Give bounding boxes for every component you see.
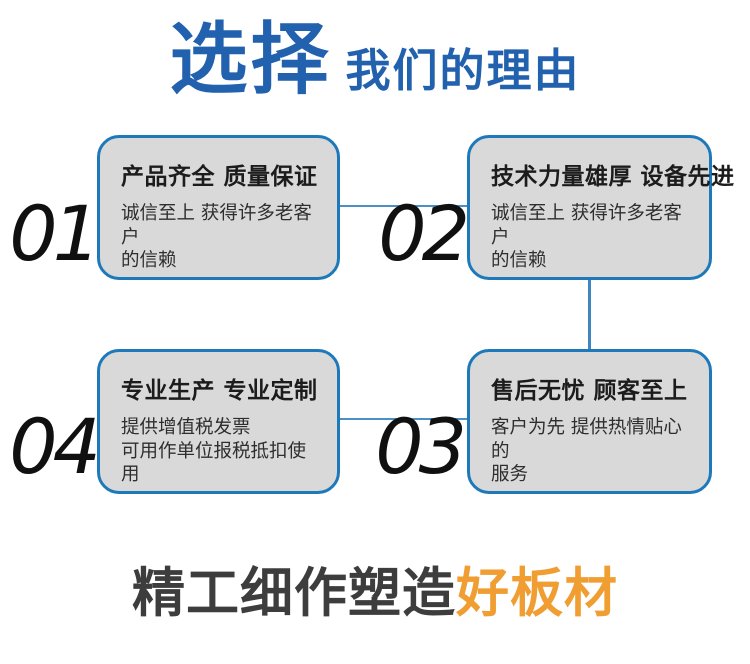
connector-card1-card2 — [340, 205, 467, 207]
feature-card-products: 产品齐全 质量保证 诚信至上 获得许多老客户 的信赖 — [97, 135, 340, 280]
step-number-02: 02 — [378, 189, 470, 278]
card-title: 产品齐全 质量保证 — [121, 164, 318, 190]
card-description: 提供增值税发票 可用作单位报税抵扣使用 — [121, 416, 319, 487]
card-title: 专业生产 专业定制 — [121, 378, 318, 404]
connector-card4-card3 — [340, 418, 467, 420]
connector-card2-card3 — [588, 278, 591, 349]
card-desc-line: 客户为先 提供热情贴心的 — [491, 417, 682, 462]
card-description: 诚信至上 获得许多老客户 的信赖 — [121, 202, 319, 273]
card-title: 技术力量雄厚 设备先进 — [491, 164, 735, 190]
slogan-highlight: 好板材 — [456, 563, 618, 624]
page-title: 选择 我们的理由 — [0, 18, 750, 102]
card-desc-line: 的信赖 — [491, 250, 547, 272]
feature-card-aftersales: 售后无忧 顾客至上 客户为先 提供热情贴心的 服务 — [467, 349, 712, 494]
card-desc-line: 的信赖 — [121, 250, 177, 272]
slogan: 精工细作塑造好板材 — [0, 563, 750, 625]
step-number-03: 03 — [375, 402, 467, 491]
card-desc-line: 可用作单位报税抵扣使用 — [121, 440, 307, 486]
feature-card-technology: 技术力量雄厚 设备先进 诚信至上 获得许多老客户 的信赖 — [467, 135, 735, 280]
card-desc-line: 诚信至上 获得许多老客户 — [121, 203, 312, 248]
step-number-04: 04 — [9, 402, 101, 491]
slogan-text: 精工细作塑造 — [132, 563, 456, 624]
card-description: 诚信至上 获得许多老客户 的信赖 — [491, 202, 691, 273]
card-desc-line: 提供增值税发票 — [121, 417, 251, 438]
page-title-rest: 我们的理由 — [345, 44, 581, 97]
card-desc-line: 诚信至上 获得许多老客户 — [491, 203, 682, 248]
card-desc-line: 服务 — [491, 464, 529, 486]
card-description: 客户为先 提供热情贴心的 服务 — [491, 416, 691, 487]
page-title-highlight: 选择 — [169, 15, 332, 105]
card-title: 售后无忧 顾客至上 — [491, 378, 688, 404]
feature-card-production: 专业生产 专业定制 提供增值税发票 可用作单位报税抵扣使用 — [97, 349, 340, 494]
step-number-01: 01 — [9, 189, 101, 278]
